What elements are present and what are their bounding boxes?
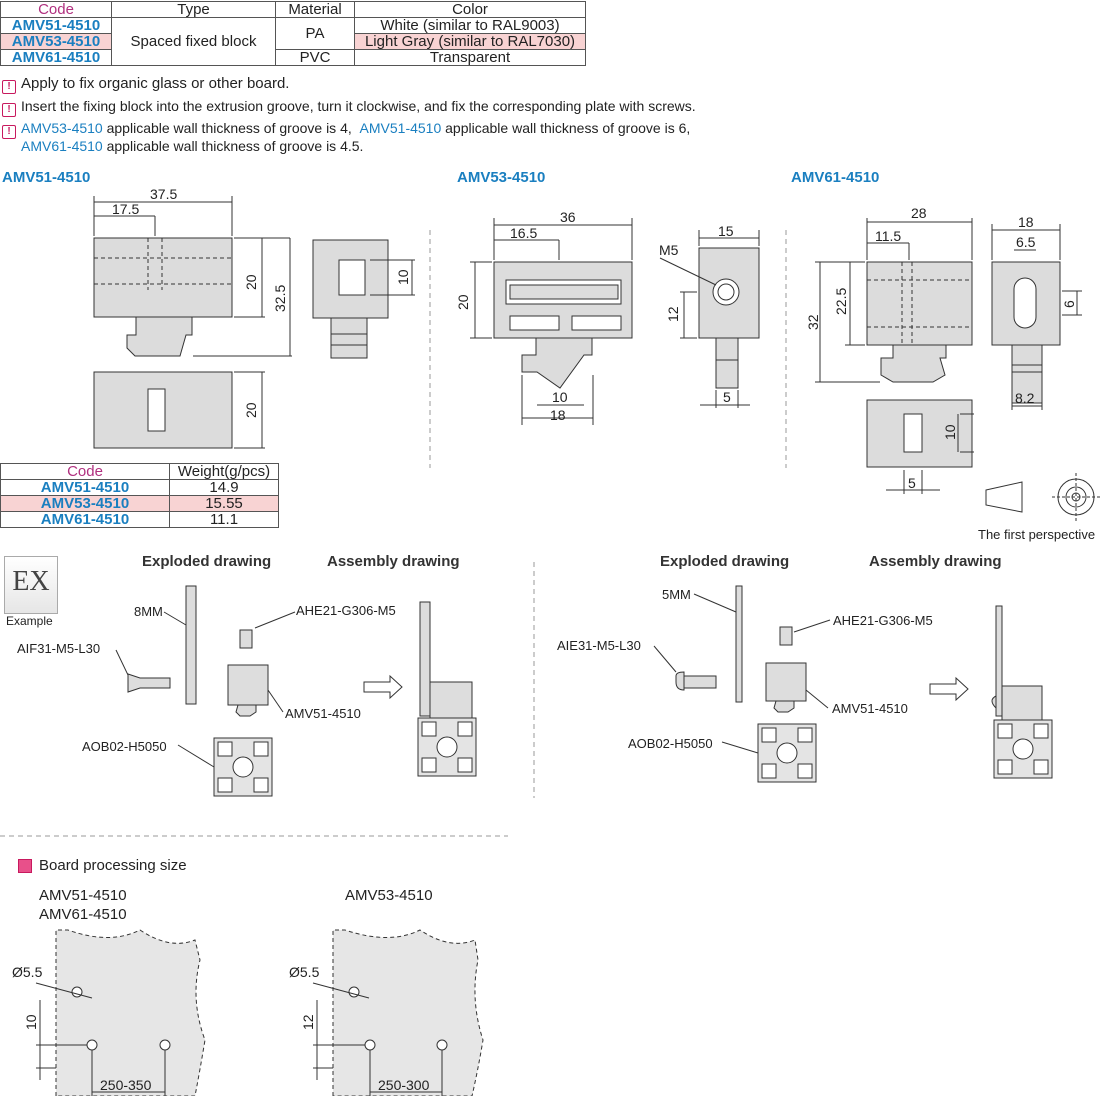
dim: 6.5	[1016, 234, 1036, 250]
dim: 28	[911, 205, 927, 221]
dim: 36	[560, 209, 576, 225]
table-row: AMV51-4510 14.9	[0, 479, 279, 496]
board-v-b: 12	[300, 1014, 316, 1030]
warning-icon: !	[2, 103, 16, 117]
row-code: AMV61-4510	[0, 511, 170, 528]
exploded-title-left: Exploded drawing	[142, 553, 272, 570]
board-section-title: Board processing size	[39, 857, 187, 874]
dim: 16.5	[510, 225, 537, 241]
dim: 17.5	[112, 201, 139, 217]
nut-label-right: AHE21-G306-M5	[833, 613, 933, 628]
row-material: PVC	[275, 49, 355, 66]
block-label-left: AMV51-4510	[285, 706, 361, 721]
square-bullet-icon	[18, 859, 32, 873]
dim: 20	[243, 402, 259, 418]
exploded-title-right: Exploded drawing	[660, 553, 790, 570]
dim: 12	[665, 306, 681, 322]
dim: 20	[455, 294, 471, 310]
dimension-labels: 37.5 17.5 20 32.5 10 20 36 16.5 20 12 10…	[112, 186, 1077, 491]
dim: 5	[908, 475, 916, 491]
dim: 37.5	[150, 186, 177, 202]
board-code-a2: AMV61-4510	[39, 906, 127, 923]
dim: 18	[1018, 214, 1034, 230]
row-code: AMV51-4510	[0, 17, 112, 34]
header-weight: Weight(g/pcs)	[169, 463, 279, 480]
table-row: AMV53-4510 Light Gray (similar to RAL703…	[0, 33, 586, 50]
dim: 20	[243, 274, 259, 290]
drawing-amv53	[470, 218, 760, 425]
board-range-a: 250-350	[100, 1077, 152, 1093]
warning-icon: !	[2, 80, 16, 94]
dim: 15	[718, 223, 734, 239]
profile-label-left: AOB02-H5050	[82, 739, 167, 754]
dim: 10	[942, 424, 958, 440]
example-badge: EX	[4, 556, 58, 614]
row-weight: 11.1	[169, 511, 279, 528]
dim: 22.5	[833, 288, 849, 315]
note-3-cont: AMV61-4510 applicable wall thickness of …	[21, 138, 364, 154]
screw-label-right: AIE31-M5-L30	[557, 638, 641, 653]
screw-label-left: AIF31-M5-L30	[17, 641, 101, 656]
weight-table: Code Weight(g/pcs) AMV51-4510 14.9 AMV53…	[0, 463, 279, 528]
block-label-right: AMV51-4510	[832, 701, 908, 716]
table-row: AMV61-4510 PVC Transparent	[0, 49, 586, 66]
table-row: AMV61-4510 11.1	[0, 511, 279, 528]
dim: 10	[552, 389, 568, 405]
weight-header-row: Code Weight(g/pcs)	[0, 463, 279, 480]
dim: 6	[1061, 300, 1077, 308]
board-dia-b: Ø5.5	[289, 964, 320, 980]
dim: 8.2	[1015, 390, 1035, 406]
drawing-title-1: AMV51-4510	[2, 169, 91, 186]
dim: 5	[723, 389, 731, 405]
spec-table: Code Type Material Color AMV51-4510 Spac…	[0, 1, 586, 66]
board-code-a1: AMV51-4510	[39, 887, 127, 904]
drawing-amv61	[815, 218, 1100, 521]
profile-label-right: AOB02-H5050	[628, 736, 713, 751]
row-code: AMV53-4510	[0, 33, 112, 50]
row-color: White (similar to RAL9003)	[354, 17, 586, 34]
warning-icon: !	[2, 125, 16, 139]
board-code-b: AMV53-4510	[345, 887, 433, 904]
row-weight: 15.55	[169, 495, 279, 512]
drawing-title-2: AMV53-4510	[457, 169, 546, 186]
dim: 10	[395, 269, 411, 285]
board-dia-a: Ø5.5	[12, 964, 43, 980]
dim: 32	[805, 314, 821, 330]
dim: 18	[550, 407, 566, 423]
note-3: !AMV53-4510 applicable wall thickness of…	[2, 119, 690, 139]
row-color: Light Gray (similar to RAL7030)	[354, 33, 586, 50]
drawing-title-3: AMV61-4510	[791, 169, 880, 186]
board-range-b: 250-300	[378, 1077, 430, 1093]
row-color: Transparent	[354, 49, 586, 66]
nut-label-left: AHE21-G306-M5	[296, 603, 396, 618]
row-code: AMV51-4510	[0, 479, 170, 496]
row-type: Spaced fixed block	[111, 17, 276, 66]
dim: 32.5	[272, 285, 288, 312]
board-label-left: 8MM	[134, 604, 163, 619]
perspective-label: The first perspective	[978, 527, 1096, 542]
dim: M5	[659, 242, 679, 258]
table-row: AMV51-4510 Spaced fixed block PA White (…	[0, 17, 586, 66]
spec-header-row: Code Type Material Color	[0, 1, 586, 18]
note-1: !Apply to fix organic glass or other boa…	[2, 75, 289, 94]
dim: 11.5	[875, 228, 901, 244]
drawing-amv51	[93, 196, 415, 449]
assembly-title-right: Assembly drawing	[869, 553, 1002, 570]
board-label-right: 5MM	[662, 587, 691, 602]
row-code: AMV61-4510	[0, 49, 112, 66]
assembly-title-left: Assembly drawing	[327, 553, 460, 570]
note-2: !Insert the fixing block into the extrus…	[2, 97, 696, 117]
example-label: Example	[6, 614, 53, 628]
board-v-a: 10	[23, 1014, 39, 1030]
